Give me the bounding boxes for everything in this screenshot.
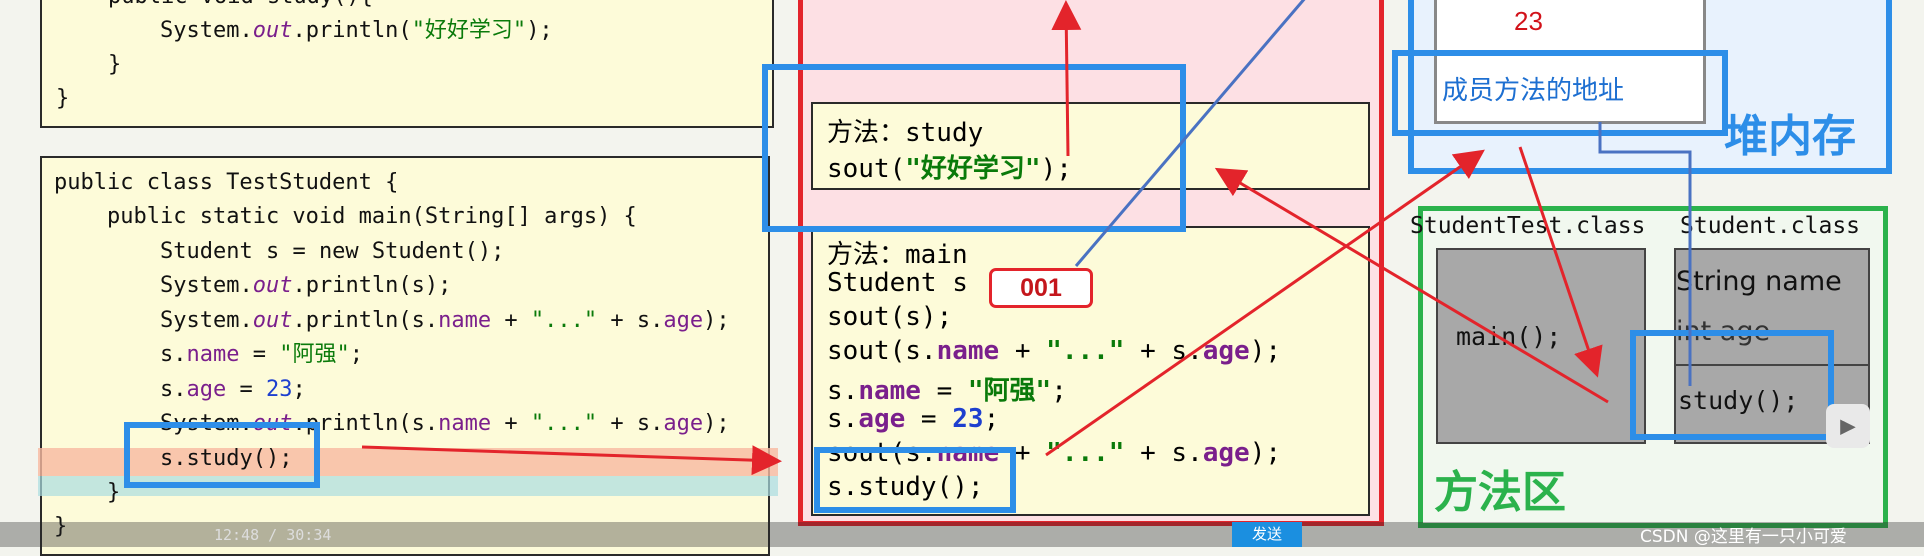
study-frame-title: 方法：study	[827, 118, 984, 148]
method-area-field-name: String name	[1676, 266, 1842, 297]
progress-highlight-band	[38, 476, 778, 496]
method-area-class1-label: StudentTest.class	[1410, 213, 1646, 239]
code-line-close-main: }	[107, 480, 121, 505]
heap-object-box	[1434, 0, 1706, 124]
code-line-assign-name: s.name = "阿强";	[160, 342, 363, 367]
code-line-println-s: System.out.println(s);	[160, 273, 452, 298]
watermark-text: CSDN @这里有一只小可爱	[1640, 527, 1847, 547]
method-area-study: study();	[1678, 386, 1799, 415]
send-button[interactable]: 发送	[1232, 522, 1302, 547]
method-area-main: main();	[1456, 322, 1562, 351]
code-line-call-study: s.study();	[160, 446, 293, 471]
method-area-class2-label: Student.class	[1680, 213, 1861, 239]
play-button-icon[interactable]: ▶	[1826, 404, 1870, 448]
method-area-region-label: 方法区	[1434, 467, 1566, 518]
main-frame-sout-fields-1: sout(s.name + "..." + s.age);	[827, 336, 1282, 366]
code-line-new-student: Student s = new Student();	[160, 239, 505, 264]
code-line-close-class: }	[56, 86, 70, 111]
heap-age-value: 23	[1514, 6, 1543, 36]
code-line-class-decl: public class TestStudent {	[54, 170, 399, 195]
code-line-study-signature: public void study(){	[108, 0, 373, 15]
main-frame-assign-name: s.name = "阿强";	[827, 376, 1067, 406]
code-line-close-method: }	[108, 52, 122, 77]
heap-region-label: 堆内存	[1724, 111, 1856, 162]
code-line-assign-age: s.age = 23;	[160, 377, 306, 402]
main-frame-call-study: s.study();	[827, 472, 984, 502]
address-badge: 001	[989, 268, 1093, 308]
heap-method-address-label: 成员方法的地址	[1442, 76, 1625, 106]
highlight-study-method	[1630, 330, 1834, 440]
code-line-println-study: System.out.println("好好学习");	[160, 18, 553, 43]
student-class-code-panel: public void study(){ System.out.println(…	[40, 0, 774, 128]
main-frame-title: 方法：main	[827, 240, 968, 270]
code-line-close-test-class: }	[54, 514, 68, 539]
player-time: 12:48 / 30:34	[214, 526, 332, 544]
highlight-study-frame	[762, 64, 1186, 232]
highlight-method-address	[1392, 50, 1728, 136]
test-student-code-panel: public class TestStudent { public static…	[38, 156, 778, 556]
highlight-study-call-stack	[814, 447, 1016, 513]
main-frame-student-s: Student s	[827, 268, 968, 298]
code-line-println-fields-1: System.out.println(s.name + "..." + s.ag…	[160, 308, 730, 333]
video-player-bar	[0, 522, 1924, 547]
code-line-println-fields-2: System.out.println(s.name + "..." + s.ag…	[160, 411, 730, 436]
code-line-main-decl: public static void main(String[] args) {	[107, 204, 637, 229]
highlight-study-call-left	[124, 422, 320, 488]
main-frame-sout-s: sout(s);	[827, 302, 953, 332]
main-frame-assign-age: s.age = 23;	[827, 404, 1000, 434]
